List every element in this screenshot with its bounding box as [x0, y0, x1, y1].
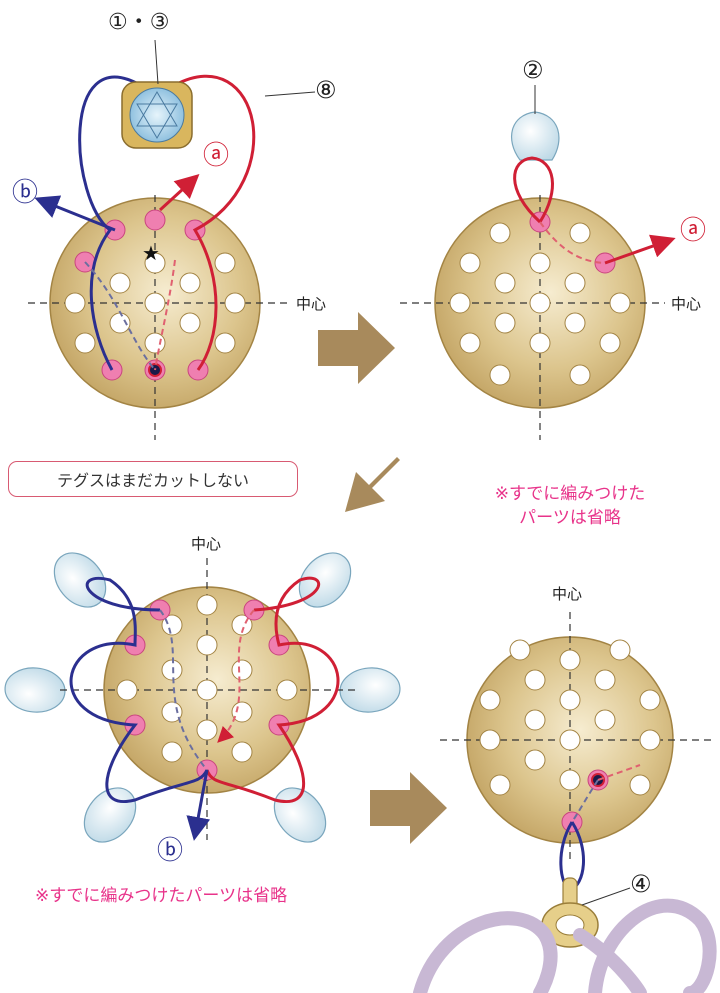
label-part-8: ⑧ [315, 76, 337, 104]
blue-dashed [159, 609, 208, 771]
blue-dashed [571, 779, 599, 823]
gem-setting [121, 81, 193, 149]
thread-b-label: ⓑ [12, 178, 39, 208]
leader-8 [264, 91, 316, 97]
omitted-note-2: ※すでに編みつけたパーツは省略 [35, 886, 288, 906]
blue-thread [78, 75, 141, 371]
red-thread [174, 74, 256, 371]
thread-a-label-2: ⓐ [680, 216, 707, 246]
panel-2 [400, 85, 676, 440]
red-dashed [539, 221, 606, 264]
red-dashed [154, 259, 176, 371]
panel-4 [413, 612, 717, 993]
omitted-note-line1: ※すでに編みつけた [494, 484, 646, 504]
label-part-1-3: ①・③ [108, 10, 170, 35]
red-dashed [597, 764, 641, 781]
label-part-4: ④ [630, 870, 652, 898]
omitted-note-1: ※すでに編みつけた パーツは省略 [455, 482, 685, 530]
callout-box: テグスはまだカットしない [8, 461, 298, 497]
petal [511, 111, 560, 161]
omitted-note-line2: パーツは省略 [519, 508, 621, 528]
blue-arrow [186, 769, 211, 841]
red-arrow [604, 234, 676, 265]
red-thread [205, 576, 340, 803]
plate-holes [64, 252, 246, 354]
center-label-2: 中心 [671, 295, 702, 313]
panel-1 [28, 39, 316, 440]
plate-holes [449, 222, 631, 386]
center-label-1: 中心 [296, 295, 327, 313]
red-arrow [158, 173, 200, 212]
center-label-4: 中心 [552, 585, 583, 603]
cord [588, 898, 717, 993]
red-loop [513, 156, 554, 224]
cord [573, 928, 647, 993]
cord [413, 911, 558, 993]
star-mark: ★ [142, 241, 160, 265]
leader-4 [581, 887, 631, 906]
thread-a-label: ⓐ [203, 141, 230, 171]
blue-arrow [34, 195, 116, 232]
center-label-3: 中心 [191, 535, 222, 553]
red-dashed [217, 609, 255, 743]
step-arrow-right-2 [370, 772, 447, 844]
panel-3 [4, 552, 401, 843]
leader-1-3 [154, 39, 159, 85]
step-arrow-down-left [345, 457, 400, 512]
plate-holes [479, 639, 661, 796]
blue-thread [69, 577, 209, 803]
label-part-2: ② [522, 56, 544, 84]
thread-b-label-2: ⓑ [157, 836, 184, 866]
callout-text: テグスはまだカットしない [56, 471, 249, 490]
step-arrow-right [318, 312, 395, 384]
plate-holes [116, 594, 298, 763]
